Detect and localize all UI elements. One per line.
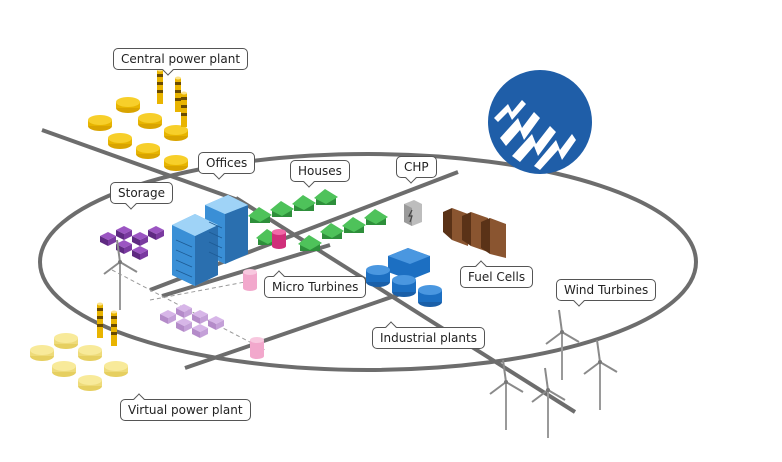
label-text: Storage — [118, 186, 165, 200]
label-text: Wind Turbines — [564, 283, 649, 297]
label-text: Central power plant — [121, 52, 241, 66]
central-power-plant — [88, 68, 188, 171]
industrial-plants — [366, 248, 442, 307]
micro-turbine-virtual — [243, 269, 264, 359]
chp-unit — [404, 200, 422, 226]
label-virtual-power-plant: Virtual power plant — [120, 393, 251, 421]
label-text: Offices — [206, 156, 248, 170]
virtual-grid-dashed-link — [149, 281, 246, 301]
label-storage: Storage — [110, 182, 173, 210]
micro-turbine — [272, 229, 286, 249]
label-chp: CHP — [396, 156, 437, 184]
ring-road — [38, 152, 698, 372]
storage-units — [100, 226, 164, 260]
label-central-power-plant: Central power plant — [113, 48, 249, 76]
fuel-cells — [443, 208, 506, 258]
virtual-power-plant — [30, 302, 224, 391]
label-text: CHP — [404, 160, 429, 174]
road-to-central-plant — [41, 128, 239, 202]
office-buildings — [172, 195, 248, 286]
label-houses: Houses — [290, 160, 350, 188]
houses — [248, 189, 388, 251]
road-offices — [234, 196, 577, 414]
label-fuel-cells: Fuel Cells — [460, 260, 534, 288]
label-offices: Offices — [198, 152, 256, 180]
label-text: Virtual power plant — [128, 403, 243, 417]
label-text: Industrial plants — [380, 331, 477, 345]
road-lower — [184, 288, 413, 370]
label-text: Micro Turbines — [272, 280, 359, 294]
label-wind-turbines: Wind Turbines — [556, 279, 657, 307]
label-text: Fuel Cells — [468, 270, 526, 284]
company-logo — [488, 70, 592, 174]
label-industrial-plants: Industrial plants — [372, 321, 485, 349]
label-micro-turbines: Micro Turbines — [264, 270, 367, 298]
label-text: Houses — [298, 164, 342, 178]
